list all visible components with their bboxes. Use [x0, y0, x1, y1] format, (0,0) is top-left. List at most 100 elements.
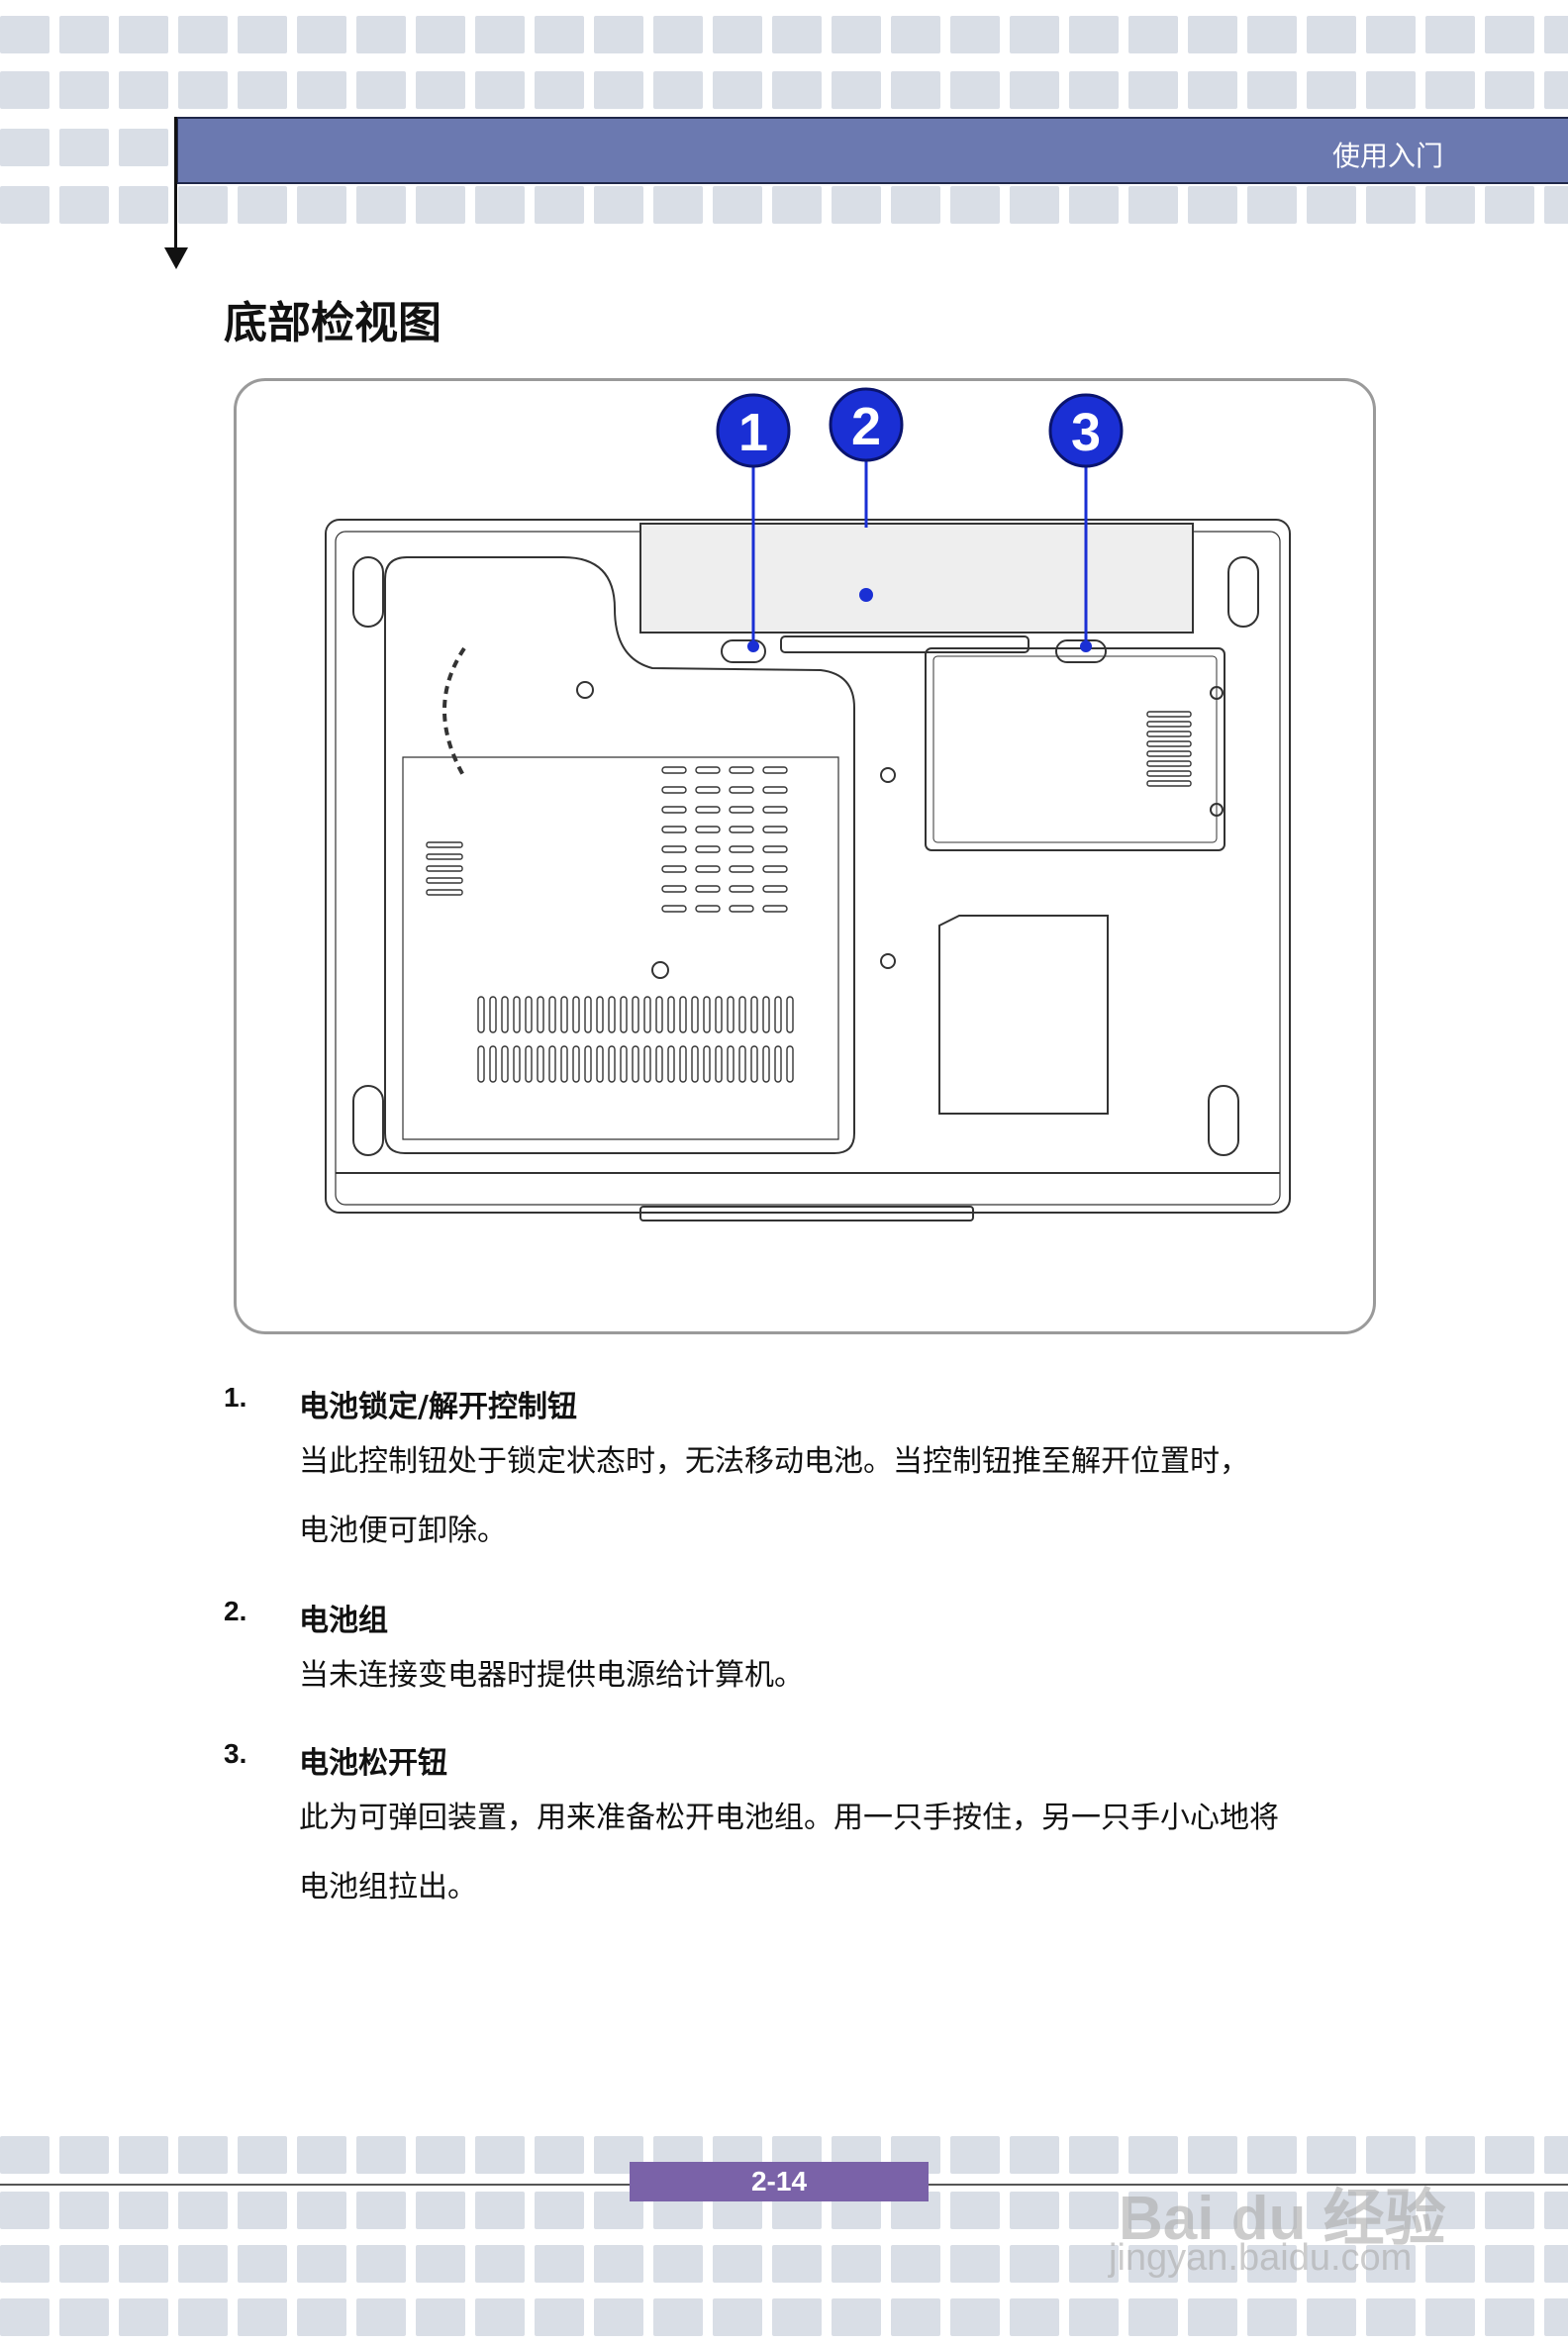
- tile: [950, 2136, 1000, 2174]
- tile: [297, 71, 346, 109]
- tile: [0, 16, 49, 53]
- tile: [950, 2298, 1000, 2336]
- tile: [832, 71, 881, 109]
- tile: [475, 16, 525, 53]
- tile: [119, 2245, 168, 2283]
- tile: [1425, 2245, 1475, 2283]
- callout-dot-3: [1080, 640, 1092, 652]
- desc-line: 电池便可卸除。: [299, 1514, 507, 1548]
- tile: [238, 2298, 287, 2336]
- tile: [535, 186, 584, 224]
- tile: [713, 186, 762, 224]
- tile: [950, 71, 1000, 109]
- tile: [535, 2192, 584, 2229]
- laptop-bottom-figure: 1 2 3: [234, 378, 1376, 1334]
- tile: [653, 2298, 703, 2336]
- tile: [1425, 2136, 1475, 2174]
- tile: [1069, 16, 1119, 53]
- item-description: 此为可弹回装置，用来准备松开电池组。用一只手按住，另一只手小心地将 电池组拉出。: [299, 1784, 1388, 1922]
- tile: [119, 2136, 168, 2174]
- tile: [1366, 2136, 1416, 2174]
- item-name: 电池松开钮: [299, 1746, 447, 1781]
- callout-number-3: 3: [1071, 403, 1101, 462]
- tile: [1544, 16, 1568, 53]
- tile: [416, 16, 465, 53]
- tile: [1188, 186, 1237, 224]
- tile: [891, 71, 940, 109]
- callout-badge-2: 2: [829, 387, 904, 462]
- tile: [0, 186, 49, 224]
- tile: [238, 186, 287, 224]
- tile: [1247, 2298, 1297, 2336]
- tile: [1010, 2298, 1059, 2336]
- item-name: 电池组: [299, 1604, 388, 1638]
- tile: [297, 2298, 346, 2336]
- tile: [297, 186, 346, 224]
- tile: [1366, 71, 1416, 109]
- tile: [59, 2136, 109, 2174]
- tile: [475, 71, 525, 109]
- tile: [178, 71, 228, 109]
- tile: [535, 71, 584, 109]
- tile: [356, 2192, 406, 2229]
- tile: [1544, 71, 1568, 109]
- desc-line: 当此控制钮处于锁定状态时，无法移动电池。当控制钮推至解开位置时，: [299, 1444, 1249, 1479]
- tile: [594, 186, 643, 224]
- callout-dot-2: [859, 588, 873, 602]
- tile: [178, 2192, 228, 2229]
- tile: [1485, 2136, 1534, 2174]
- tile: [59, 2298, 109, 2336]
- page-number: 2-14: [630, 2162, 929, 2201]
- tile: [832, 16, 881, 53]
- release-latch-shape: [1055, 639, 1107, 663]
- callout-number-1: 1: [738, 403, 768, 462]
- tile: [1307, 2298, 1356, 2336]
- tile: [59, 2245, 109, 2283]
- tile: [119, 16, 168, 53]
- tile: [1247, 16, 1297, 53]
- tile: [535, 2136, 584, 2174]
- tile: [1544, 186, 1568, 224]
- tile: [535, 16, 584, 53]
- tile: [1128, 2136, 1178, 2174]
- tile: [356, 2298, 406, 2336]
- tile: [832, 2245, 881, 2283]
- tile: [713, 71, 762, 109]
- tile: [1010, 186, 1059, 224]
- section-title: 使用入门: [1331, 140, 1443, 172]
- tile: [119, 129, 168, 166]
- item-number: 2.: [224, 1596, 247, 1626]
- guide-line: [174, 117, 177, 255]
- tile: [475, 186, 525, 224]
- tile: [1485, 2245, 1534, 2283]
- tile: [1485, 186, 1534, 224]
- tile-row: [0, 186, 1568, 224]
- tile: [416, 2192, 465, 2229]
- tile: [59, 129, 109, 166]
- tile: [1544, 2136, 1568, 2174]
- tile: [59, 16, 109, 53]
- tile: [1128, 16, 1178, 53]
- tile: [1010, 16, 1059, 53]
- tile: [535, 2245, 584, 2283]
- watermark-logo: Bai du 经验 jingyan.baidu.com: [1099, 2128, 1524, 2287]
- tile-row: [0, 71, 1568, 109]
- callout-number-2: 2: [851, 397, 881, 456]
- tile: [0, 2298, 49, 2336]
- tile: [1188, 16, 1237, 53]
- tile: [356, 2245, 406, 2283]
- tile: [653, 16, 703, 53]
- tile: [1069, 71, 1119, 109]
- desc-line: 电池组拉出。: [299, 1870, 477, 1904]
- tile: [1544, 2192, 1568, 2229]
- tile: [416, 71, 465, 109]
- tile: [1425, 16, 1475, 53]
- tile: [178, 2298, 228, 2336]
- tile: [1307, 186, 1356, 224]
- callout-badge-1: 1: [716, 393, 791, 468]
- tile: [1010, 2192, 1059, 2229]
- hdd-panel: [925, 647, 1225, 851]
- tile: [594, 16, 643, 53]
- tile: [594, 2245, 643, 2283]
- tile: [1425, 2192, 1475, 2229]
